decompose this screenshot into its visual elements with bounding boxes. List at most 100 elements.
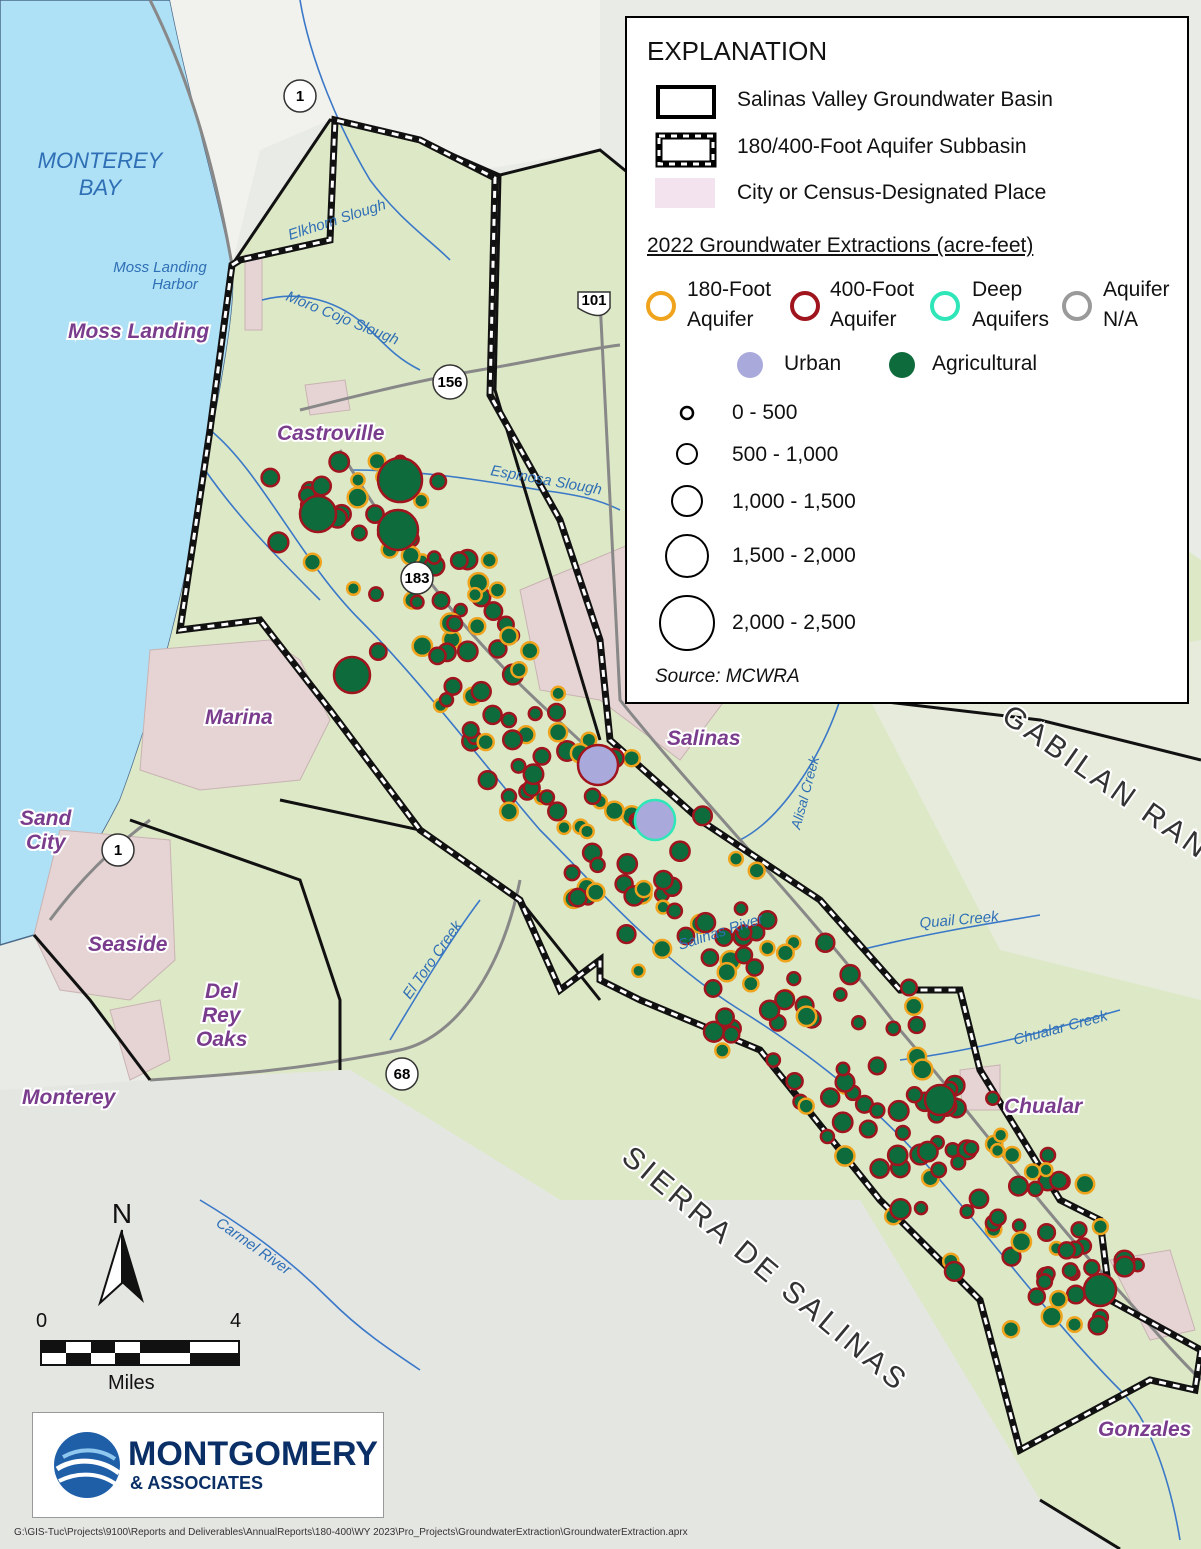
well-marker xyxy=(930,1161,948,1179)
well-marker xyxy=(968,1188,990,1210)
legend-aq400-line2: Aquifer xyxy=(830,308,897,331)
well-marker xyxy=(1087,1314,1109,1336)
logo-globe-icon xyxy=(54,1432,121,1498)
well-marker xyxy=(446,615,464,633)
well-marker xyxy=(461,721,480,740)
well-marker xyxy=(527,705,543,722)
chualar-label: Chualar xyxy=(1004,1095,1084,1118)
well-marker xyxy=(550,685,567,702)
well-marker xyxy=(556,819,572,836)
file-path-text: G:\GIS-Tuc\Projects\9100\Reports and Del… xyxy=(14,1527,688,1538)
well-marker xyxy=(547,722,569,743)
well-marker xyxy=(413,492,430,509)
well-marker xyxy=(913,1200,929,1216)
well-marker xyxy=(819,1128,836,1145)
quail-creek-label: Quail Creek xyxy=(919,908,1001,932)
well-marker xyxy=(411,635,434,658)
well-marker xyxy=(1049,1289,1068,1309)
logo-name: MONTGOMERY xyxy=(128,1435,378,1473)
salinas-label: Salinas xyxy=(667,727,741,750)
route-68-shield: 68 xyxy=(385,1057,419,1091)
highway-1-north xyxy=(148,0,234,266)
route-156-shield: 156 xyxy=(432,364,468,400)
well-marker xyxy=(1023,1163,1042,1181)
well-marker xyxy=(907,1015,926,1035)
route-68-label: 68 xyxy=(394,1066,411,1083)
well-marker xyxy=(1038,1162,1054,1178)
well-marker xyxy=(858,1119,878,1139)
scale-bar-graphic xyxy=(40,1340,240,1366)
well-marker xyxy=(1091,1217,1110,1236)
legend-agricultural-label: Agricultural xyxy=(932,352,1038,375)
well-marker xyxy=(500,788,518,805)
well-marker xyxy=(603,800,625,822)
well-marker xyxy=(500,711,518,729)
well-marker xyxy=(989,1142,1006,1159)
route-1-north-label: 1 xyxy=(296,88,304,105)
well-marker xyxy=(532,746,552,766)
legend-city-label: City or Census-Designated Place xyxy=(737,181,1047,204)
well-marker xyxy=(691,805,714,827)
well-marker xyxy=(470,680,492,703)
well-marker xyxy=(483,601,504,622)
route-1-south-label: 1 xyxy=(114,842,122,859)
el-toro-creek xyxy=(389,899,481,1041)
urban-swatch xyxy=(737,352,763,378)
well-marker xyxy=(916,1140,939,1163)
well-marker xyxy=(563,864,581,882)
north-label: N xyxy=(112,1198,132,1229)
aq400-swatch xyxy=(790,291,820,321)
well-marker xyxy=(1003,1145,1022,1165)
well-marker xyxy=(669,840,691,863)
well-marker xyxy=(409,594,425,610)
deep-swatch xyxy=(930,291,960,321)
northern-land xyxy=(170,0,600,265)
legend-size-3: 1,000 - 1,500 xyxy=(732,490,856,513)
harbor-label-line1: Moss Landing xyxy=(113,259,207,276)
route-shields: 1 101 156 183 1 68 xyxy=(101,79,611,1091)
well-marker xyxy=(480,551,498,569)
legend-extractions-title: 2022 Groundwater Extractions (acre-feet) xyxy=(647,234,1034,257)
well-marker-large xyxy=(376,456,424,504)
well-marker xyxy=(727,850,745,867)
well-marker xyxy=(538,789,556,806)
well-marker xyxy=(547,801,568,822)
well-marker xyxy=(676,926,696,946)
del-rey-oaks-label-line2: Rey xyxy=(202,1004,242,1027)
well-marker xyxy=(1061,1262,1079,1280)
well-marker xyxy=(899,978,919,997)
well-marker xyxy=(819,1087,841,1108)
coastal-creek xyxy=(204,469,321,601)
well-marker xyxy=(622,748,641,768)
well-marker xyxy=(443,676,463,696)
well-marker xyxy=(714,1042,731,1059)
well-marker xyxy=(428,646,447,666)
well-marker xyxy=(786,970,802,987)
gonzales-label: Gonzales xyxy=(1098,1418,1191,1441)
well-marker xyxy=(1057,1241,1076,1260)
well-marker xyxy=(869,1102,886,1119)
well-marker xyxy=(438,692,455,708)
well-marker xyxy=(522,763,545,786)
well-marker xyxy=(747,861,766,880)
legend-urban-label: Urban xyxy=(784,352,842,375)
highway-156 xyxy=(299,343,621,412)
size-swatches xyxy=(659,405,715,651)
well-marker xyxy=(834,1145,856,1167)
well-marker xyxy=(734,945,754,965)
city-swatch xyxy=(655,178,715,208)
well-marker xyxy=(1007,1175,1030,1197)
legend-size-1: 0 - 500 xyxy=(732,401,798,424)
legend-na-line1: Aquifer xyxy=(1103,278,1170,301)
well-marker xyxy=(1074,1173,1096,1195)
well-marker xyxy=(1027,1180,1044,1198)
route-1-south-shield: 1 xyxy=(101,833,135,867)
well-marker xyxy=(722,1025,741,1044)
well-marker xyxy=(367,451,387,471)
well-marker xyxy=(449,551,469,571)
well-marker xyxy=(1049,1170,1069,1191)
well-marker xyxy=(467,586,483,603)
route-183-shield: 183 xyxy=(400,561,434,595)
scale-zero: 0 xyxy=(36,1310,48,1332)
well-marker xyxy=(488,581,507,599)
